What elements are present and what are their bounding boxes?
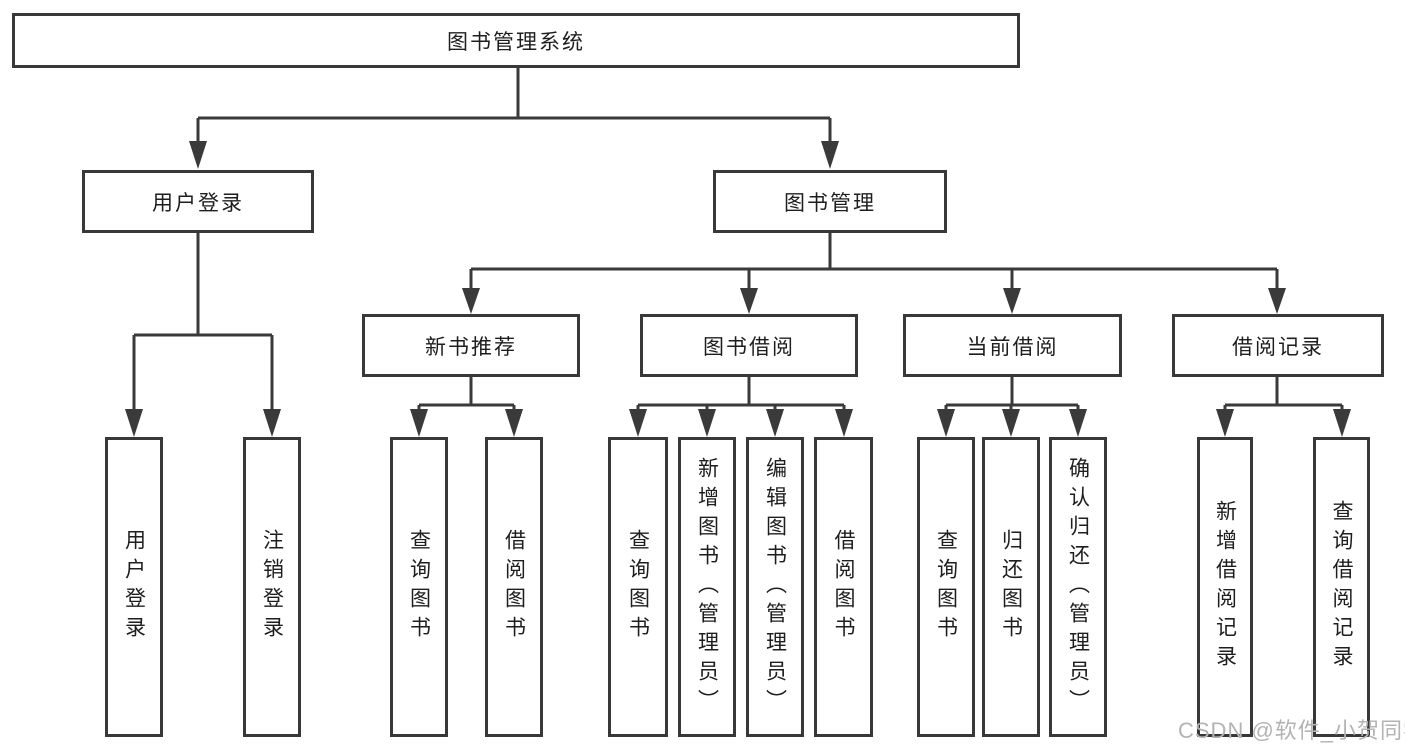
leaf-edit-books-admin: 编辑图书（管理员）: [746, 437, 804, 737]
connector-book-management: [462, 233, 1286, 314]
connector-borrow-records: [1216, 377, 1351, 437]
node-borrow-records: 借阅记录: [1172, 314, 1384, 377]
watermark: CSDN @软件_小贺同学: [1178, 718, 1405, 743]
leaf-logout: 注销登录: [243, 437, 301, 737]
connector-current-borrow: [937, 377, 1087, 437]
leaf-query-borrow-record: 查询借阅记录: [1313, 437, 1370, 737]
node-user-login: 用户登录: [82, 170, 314, 233]
leaf-borrow-books: 借阅图书: [814, 437, 873, 737]
leaf-add-books-admin: 新增图书（管理员）: [678, 437, 736, 737]
connector-new-book-recommend: [410, 377, 523, 437]
leaf-add-borrow-record: 新增借阅记录: [1197, 437, 1253, 737]
node-new-book-recommend: 新书推荐: [362, 314, 580, 377]
node-book-borrow: 图书借阅: [640, 314, 858, 377]
leaf-confirm-return-admin: 确认归还（管理员）: [1049, 437, 1107, 737]
leaf-borrow-books-recommend: 借阅图书: [485, 437, 543, 737]
node-current-borrow: 当前借阅: [903, 314, 1122, 377]
node-root-system: 图书管理系统: [12, 13, 1020, 68]
connector-user-login: [125, 233, 281, 437]
leaf-return-books: 归还图书: [982, 437, 1040, 737]
connector-root: [189, 68, 839, 169]
leaf-user-login: 用户登录: [105, 437, 163, 737]
leaf-query-books-current: 查询图书: [917, 437, 975, 737]
node-book-management: 图书管理: [713, 170, 947, 233]
leaf-query-books-recommend: 查询图书: [390, 437, 448, 737]
leaf-query-books-borrow: 查询图书: [608, 437, 668, 737]
connector-book-borrow: [629, 377, 853, 437]
